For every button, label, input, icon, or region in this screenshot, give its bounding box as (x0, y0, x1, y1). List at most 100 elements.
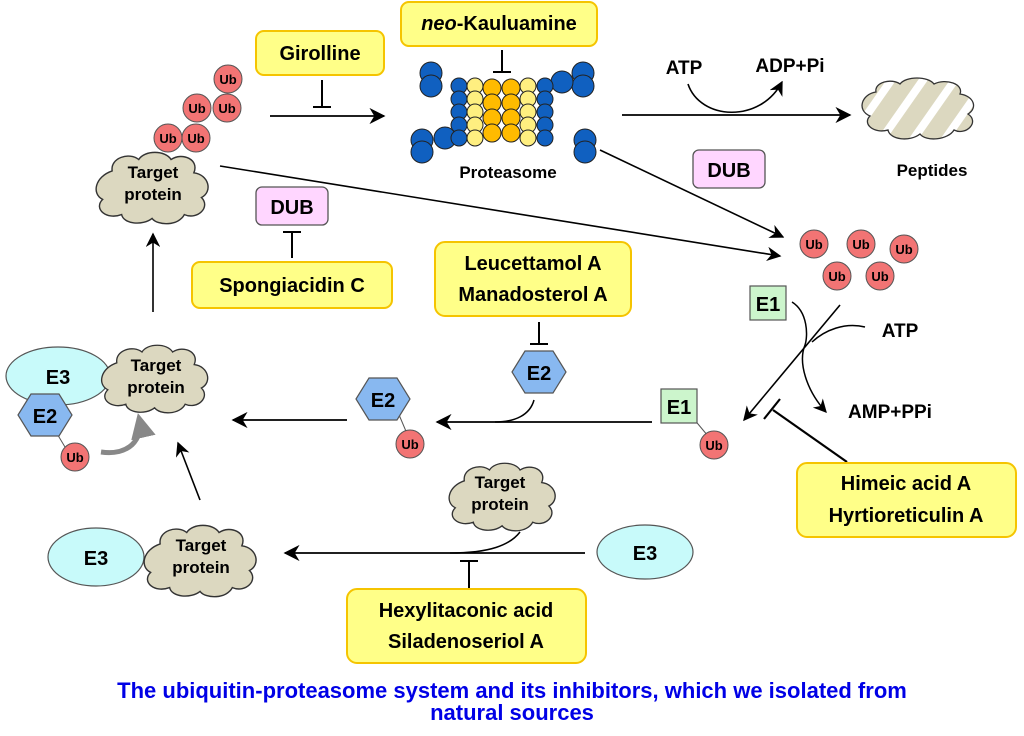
svg-text:Target: Target (475, 473, 526, 492)
svg-text:protein: protein (127, 378, 185, 397)
svg-text:Ub: Ub (187, 131, 204, 146)
svg-text:Ub: Ub (871, 269, 888, 284)
ub-icon: Ub (60, 442, 90, 472)
svg-text:Ub: Ub (159, 131, 176, 146)
arrow-target-to-ub (219, 165, 782, 262)
arrow-proteasome-to-ub (599, 149, 785, 238)
svg-text:E2: E2 (527, 363, 551, 385)
proteasome-icon (410, 61, 597, 164)
proteasome-core-subunit (482, 123, 502, 143)
e1-consumption-arrow (791, 301, 827, 413)
ub-icon: Ub (799, 229, 829, 259)
ub-icon: Ub (889, 234, 919, 264)
svg-text:Ub: Ub (705, 438, 722, 453)
caption-line-1: The ubiquitin-proteasome system and its … (117, 678, 907, 703)
proteasome-cap-subunit (573, 140, 597, 164)
target-protein-label: protein (124, 185, 182, 204)
atp-hydrolysis-arrow (687, 80, 783, 113)
svg-text:Manadosterol A: Manadosterol A (458, 284, 607, 306)
svg-text:Target: Target (131, 356, 182, 375)
svg-text:Ub: Ub (401, 437, 418, 452)
proteasome-label: Proteasome (459, 163, 556, 182)
free-target-protein: Target protein (448, 462, 556, 554)
svg-text:E2: E2 (371, 390, 395, 412)
svg-text:DUB: DUB (707, 160, 750, 182)
e2-ub-complex: E2 Ub (355, 377, 425, 459)
inhibitor-leucettamol-manadosterol: Leucettamol A Manadosterol A (434, 241, 632, 345)
arrow-e3target-to-complex (175, 441, 201, 501)
svg-text:E1: E1 (667, 397, 691, 419)
svg-text:Ub: Ub (895, 242, 912, 257)
arrow-ub-to-e1ub (743, 304, 841, 422)
inhibitor-girolline: Girolline (255, 30, 385, 108)
svg-text:Target: Target (176, 536, 227, 555)
amp-ppi-label: AMP+PPi (848, 402, 932, 423)
svg-text:E1: E1 (756, 294, 780, 316)
atp-input-curve (811, 324, 866, 343)
svg-text:Ub: Ub (828, 269, 845, 284)
svg-text:E3: E3 (84, 548, 108, 570)
svg-text:Girolline: Girolline (279, 43, 360, 65)
svg-text:E2: E2 (33, 406, 57, 428)
proteasome-cap-subunit (410, 140, 434, 164)
ub-chain: Ub Ub Ub Ub Ub (153, 64, 243, 153)
ub-icon: Ub (822, 261, 852, 291)
svg-text:Ub: Ub (188, 101, 205, 116)
inhibitor-himeic-hyrtioreticulin: Himeic acid A Hyrtioreticulin A (763, 398, 1017, 538)
ub-icon: Ub (182, 93, 212, 123)
ub-icon: Ub (153, 123, 183, 153)
ub-icon: Ub (865, 261, 895, 291)
target-protein-label: Target (128, 163, 179, 182)
atp-label: ATP (666, 58, 703, 79)
e1-ub-complex: E1 Ub (660, 388, 729, 460)
svg-text:protein: protein (471, 495, 529, 514)
inhibitor-hexylitaconic-siladenoseriol: Hexylitaconic acid Siladenoseriol A (346, 560, 587, 664)
proteasome-beta-subunit (466, 129, 484, 147)
e1-box: E1 (749, 285, 787, 321)
svg-text:protein: protein (172, 558, 230, 577)
atp-label: ATP (882, 321, 919, 342)
ub-transfer-arrow (100, 413, 156, 456)
svg-text:Siladenoseriol A: Siladenoseriol A (388, 631, 544, 653)
e2-input-curve (494, 399, 535, 423)
svg-text:Ub: Ub (219, 72, 236, 87)
free-e3: E3 (596, 524, 694, 580)
inhibitor-neo-kauluamine: neo-Kauluamine (400, 1, 598, 73)
e2-hexagon: E2 (511, 350, 567, 394)
proteasome-cap-subunit (571, 74, 595, 98)
peptides-cloud-icon (861, 77, 975, 140)
ub-icon: Ub (213, 64, 243, 94)
svg-text:Leucettamol A: Leucettamol A (464, 253, 601, 275)
svg-text:Ub: Ub (218, 101, 235, 116)
proteasome-beta-subunit (519, 129, 537, 147)
svg-text:E3: E3 (633, 543, 657, 565)
svg-text:Ub: Ub (852, 237, 869, 252)
proteasome-cap-subunit (419, 74, 443, 98)
svg-text:Hyrtioreticulin A: Hyrtioreticulin A (829, 505, 984, 527)
svg-text:Hexylitaconic acid: Hexylitaconic acid (379, 600, 554, 622)
figure-caption: The ubiquitin-proteasome system and its … (0, 680, 1024, 724)
peptides-label: Peptides (897, 161, 968, 180)
inhibitor-spongiacidin: Spongiacidin C (191, 231, 393, 309)
polyub-target-protein: Target protein Ub Ub Ub Ub Ub (95, 64, 243, 225)
e3-e2-target-complex: E3 Target protein E2 Ub (5, 344, 209, 472)
svg-text:Spongiacidin C: Spongiacidin C (219, 275, 365, 297)
svg-text:neo-Kauluamine: neo-Kauluamine (421, 13, 577, 35)
ub-icon: Ub (395, 429, 425, 459)
ub-icon: Ub (846, 229, 876, 259)
peptides: Peptides (861, 77, 975, 180)
ub-icon: Ub (699, 430, 729, 460)
svg-text:DUB: DUB (270, 197, 313, 219)
proteasome-core-subunit (501, 123, 521, 143)
dub-box-left: DUB (255, 186, 329, 226)
e3-target-complex: E3 Target protein (47, 524, 257, 598)
svg-text:Ub: Ub (805, 237, 822, 252)
dub-box: DUB (692, 149, 766, 189)
ub-icon: Ub (212, 93, 242, 123)
ub-icon: Ub (181, 123, 211, 153)
proteasome-alpha-subunit (450, 129, 468, 147)
svg-text:Ub: Ub (66, 450, 83, 465)
svg-text:Himeic acid A: Himeic acid A (841, 473, 971, 495)
free-ub-pool: Ub Ub Ub Ub Ub (799, 229, 919, 291)
